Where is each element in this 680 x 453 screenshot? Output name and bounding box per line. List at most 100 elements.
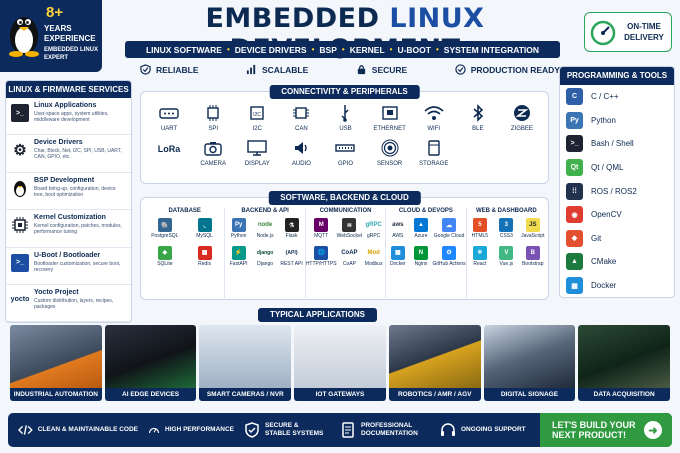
arrow-right-icon: ➜ (644, 421, 662, 439)
application-card[interactable]: ROBOTICS / AMR / AGV (388, 325, 481, 401)
software-item: ≋WebSocket (337, 218, 362, 240)
application-card[interactable]: SMART CAMERAS / NVR (199, 325, 292, 401)
sensor-icon (381, 139, 399, 157)
tool-item[interactable]: ◉OpenCV (560, 203, 674, 227)
application-card[interactable]: INDUSTRIAL AUTOMATION (10, 325, 102, 401)
service-title: Kernel Customization (34, 214, 106, 222)
quality-label: SECURE (371, 64, 408, 75)
cpp-icon: C (566, 88, 583, 106)
software-item-name: PostgreSQL (151, 233, 179, 239)
modbus-icon: Mod (367, 249, 380, 256)
websocket-icon: ≋ (342, 218, 357, 232)
software-column-heading: WEB & DASHBOARD (475, 208, 537, 214)
mysql-icon: ◟ (197, 218, 212, 232)
peripheral-item: LoRaLoRa (147, 139, 191, 167)
quality-item: SCALABLE (246, 64, 308, 75)
service-item[interactable]: buildrootBuildrootEmbedded Linux build s… (6, 322, 131, 323)
shield-icon (245, 422, 259, 438)
application-card[interactable]: DATA ACQUISITION (578, 325, 671, 401)
separator-dot: • (226, 45, 230, 54)
service-title: U-Boot / Bootloader (34, 251, 101, 259)
robot-arm-image (10, 325, 102, 388)
peripheral-item: SENSOR (368, 139, 412, 167)
peripheral-name: SPI (208, 126, 218, 132)
subtitle-item: LINUX SOFTWARE (145, 44, 222, 55)
service-desc: User-space apps, system utilities, middl… (34, 111, 109, 123)
service-desc: Custom distribution, layers, recipes, pa… (34, 297, 114, 310)
peripheral-name: SENSOR (376, 161, 403, 167)
tool-item[interactable]: >_Bash / Shell (560, 132, 674, 156)
subtitle-item: SYSTEM INTEGRATION (443, 44, 540, 55)
wifi-icon (424, 106, 444, 120)
ros-icon: ⁞⁞ (566, 182, 583, 200)
software-column: DATABASE🐘PostgreSQL◟MySQL◆SQLite▦Redis (145, 208, 226, 298)
nodejs-icon: node (257, 222, 273, 228)
software-item: ▦Redis (185, 245, 225, 268)
tool-item[interactable]: ▲CMake (560, 250, 674, 274)
tool-name: Python (591, 115, 616, 125)
peripheral-item: WIFI (412, 104, 456, 132)
bar-chart-icon (246, 64, 256, 75)
peripheral-item: ZIGBEE (500, 104, 544, 132)
connectivity-heading: CONNECTIVITY & PERIPHERALS (269, 85, 420, 99)
i2c-icon: I2C (250, 106, 264, 120)
peripheral-item: STORAGE (412, 139, 456, 167)
peripheral-name: UART (160, 126, 178, 132)
tool-item[interactable]: ◆Git (560, 227, 674, 251)
tool-item[interactable]: ⁞⁞ROS / ROS2 (560, 179, 674, 203)
storage-icon (428, 140, 440, 156)
service-desc: Kernel configuration, patches, modules, … (34, 223, 122, 236)
sensor-icon-wrap (378, 139, 402, 157)
docker-icon: ▦ (566, 277, 583, 295)
peripheral-name: GPIO (337, 161, 353, 167)
peripheral-item: GPIO (323, 139, 367, 167)
chip-glyph (12, 217, 28, 234)
globe-icon: 🌐 (314, 245, 329, 260)
software-heading: SOFTWARE, BACKEND & CLOUD (268, 191, 421, 205)
software-item-name: Node.js (256, 233, 274, 239)
storage-icon-wrap (422, 139, 446, 157)
sqlite-icon: ◆ (157, 245, 172, 260)
application-card[interactable]: IOT GATEWAYS (294, 325, 386, 401)
uart-icon-wrap (157, 104, 181, 122)
yocto-logo: yocto (10, 296, 30, 304)
peripheral-item: ETHERNET (368, 104, 412, 132)
peripheral-name: ETHERNET (373, 126, 406, 132)
application-name: DATA ACQUISITION (578, 388, 671, 401)
application-card[interactable]: DIGITAL SIGNAGE (483, 325, 576, 401)
application-card[interactable]: AI EDGE DEVICES (104, 325, 197, 401)
tool-item[interactable]: ▦Docker (560, 274, 674, 297)
software-item-name: Vue.js (499, 260, 514, 267)
footer-feature-line: DOCUMENTATION (361, 430, 418, 437)
software-item-name: REST API (280, 260, 303, 267)
software-item-name: JavaScript (521, 233, 545, 239)
services-heading: LINUX & FIRMWARE SERVICES (6, 81, 131, 98)
application-name: AI EDGE DEVICES (104, 388, 197, 401)
code-icon (18, 425, 33, 435)
gpio-icon-wrap (333, 139, 357, 157)
software-item-name: Flask (285, 233, 298, 239)
applications-heading: TYPICAL APPLICATIONS (258, 308, 377, 322)
